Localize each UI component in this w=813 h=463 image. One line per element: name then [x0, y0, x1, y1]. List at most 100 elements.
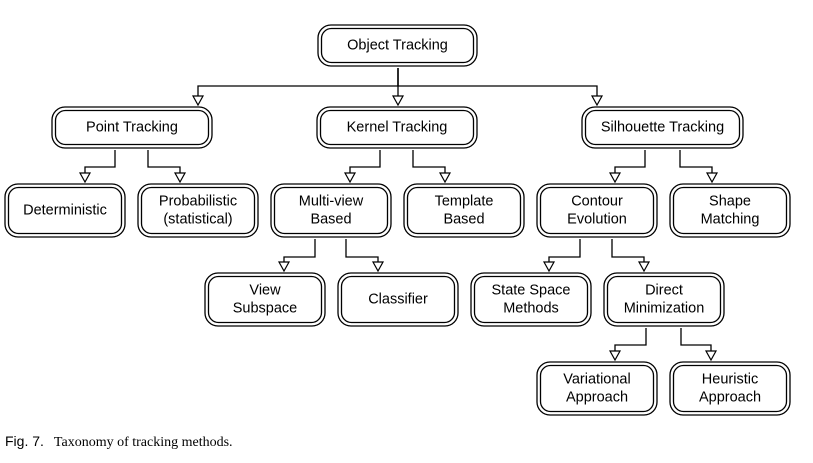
node-border-inner: [406, 186, 522, 235]
node-label: Kernel Tracking: [347, 120, 448, 136]
node-label: Template: [435, 194, 494, 210]
node-label: Contour: [571, 194, 623, 210]
node-label: Variational: [563, 372, 630, 388]
node-border-outer: [403, 183, 525, 238]
node-label: Classifier: [368, 292, 428, 308]
node-border-inner: [672, 364, 788, 413]
arrowhead: [637, 261, 651, 273]
connector-line: [679, 150, 713, 173]
node-border-inner: [140, 186, 256, 235]
node-label: Based: [443, 212, 484, 228]
node-deterministic: Deterministic: [4, 183, 126, 238]
node-point-tracking: Point Tracking: [51, 106, 213, 149]
node-border-inner: [320, 27, 475, 64]
node-label: Direct: [645, 283, 683, 299]
arrowhead: [173, 172, 187, 184]
node-border-inner: [473, 275, 589, 324]
node-label: Shape: [709, 194, 751, 210]
node-border-outer: [4, 183, 126, 238]
edge-silhouette-tracking-to-shape-matching: [679, 150, 719, 184]
figure-label: Fig. 7.: [5, 433, 44, 449]
node-border-outer: [536, 183, 658, 238]
node-silhouette-tracking: Silhouette Tracking: [581, 106, 744, 149]
arrowhead: [704, 350, 718, 362]
node-border-outer: [669, 361, 791, 416]
edge-contour-evolution-to-state-space: [542, 239, 581, 273]
node-label: Approach: [566, 390, 628, 406]
node-border-inner: [606, 275, 722, 324]
node-label: Object Tracking: [347, 38, 448, 54]
node-border-outer: [669, 183, 791, 238]
edge-point-tracking-to-deterministic: [78, 150, 116, 184]
node-label: Approach: [699, 390, 761, 406]
connector-line: [614, 150, 646, 173]
arrowhead: [277, 261, 291, 273]
arrowhead: [608, 350, 622, 362]
edge-direct-minimization-to-heuristic: [680, 328, 718, 362]
figure-caption: Fig. 7.Taxonomy of tracking methods.: [5, 433, 233, 451]
node-object-tracking: Object Tracking: [317, 24, 478, 67]
node-border-inner: [319, 109, 475, 146]
edge-multi-view-to-view-subspace: [277, 239, 316, 273]
edge-contour-evolution-to-direct-minimization: [611, 239, 651, 273]
node-probabilistic: Probabilistic(statistical): [137, 183, 259, 238]
node-border-outer: [603, 272, 725, 327]
connector-line: [147, 150, 181, 173]
arrowhead: [343, 172, 357, 184]
arrowhead: [191, 95, 205, 107]
node-border-outer: [316, 106, 478, 149]
node-border-outer: [51, 106, 213, 149]
arrowhead: [542, 261, 556, 273]
node-border-outer: [270, 183, 392, 238]
node-label: Probabilistic: [159, 194, 237, 210]
arrowhead: [391, 95, 405, 107]
node-label: View: [249, 283, 281, 299]
arrowhead: [608, 172, 622, 184]
arrowhead: [438, 172, 452, 184]
edge-object-tracking-to-silhouette-tracking: [397, 68, 604, 107]
node-border-inner: [54, 109, 210, 146]
node-label: Evolution: [567, 212, 627, 228]
connector-line: [283, 239, 316, 262]
edge-direct-minimization-to-variational: [608, 328, 647, 362]
arrowhead: [590, 95, 604, 107]
arrowhead: [705, 172, 719, 184]
node-border-inner: [672, 186, 788, 235]
arrowhead: [78, 172, 92, 184]
edge-kernel-tracking-to-multi-view: [343, 150, 381, 184]
node-border-outer: [317, 24, 478, 67]
node-kernel-tracking: Kernel Tracking: [316, 106, 478, 149]
node-label: Multi-view: [299, 194, 364, 210]
node-label: Deterministic: [23, 203, 107, 219]
node-label: Matching: [701, 212, 760, 228]
connector-line: [397, 68, 598, 96]
node-border-inner: [340, 275, 456, 324]
node-border-outer: [470, 272, 592, 327]
connector-line: [680, 328, 712, 351]
connector-line: [197, 68, 399, 96]
node-label: State Space: [492, 283, 571, 299]
edge-point-tracking-to-probabilistic: [147, 150, 187, 184]
arrowhead: [371, 261, 385, 273]
node-border-inner: [273, 186, 389, 235]
node-border-outer: [137, 183, 259, 238]
connector-line: [548, 239, 581, 262]
node-label: Heuristic: [702, 372, 758, 388]
node-label: Subspace: [233, 301, 298, 317]
node-border-outer: [581, 106, 744, 149]
edge-object-tracking-to-point-tracking: [191, 68, 399, 107]
node-border-inner: [539, 364, 655, 413]
node-label: Methods: [503, 301, 559, 317]
node-border-outer: [204, 272, 326, 327]
edge-silhouette-tracking-to-contour-evolution: [608, 150, 646, 184]
node-label: Minimization: [624, 301, 705, 317]
connector-line: [412, 150, 446, 173]
connector-line: [349, 150, 381, 173]
edge-multi-view-to-classifier: [345, 239, 385, 273]
